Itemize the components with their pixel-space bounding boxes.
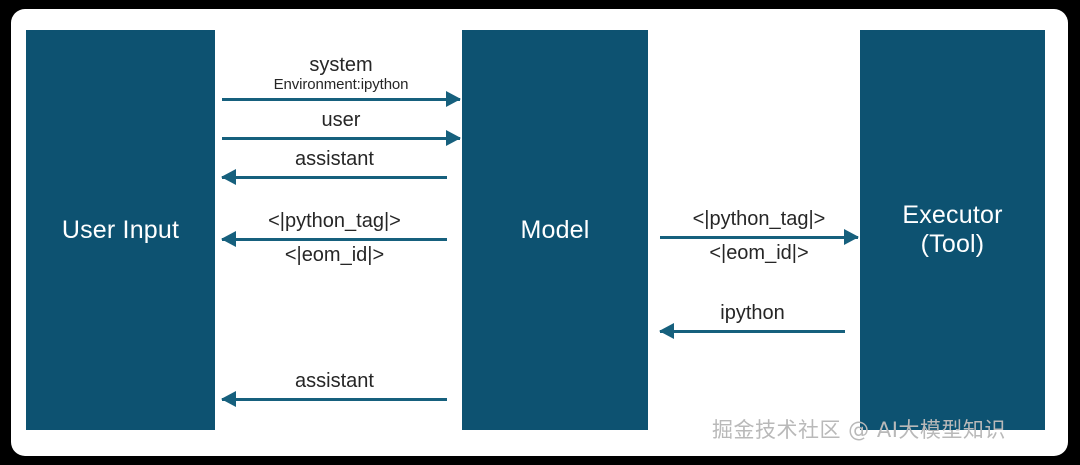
message-assistant-second-line (222, 398, 447, 401)
message-system-line (222, 98, 460, 101)
actor-executor-label-line2: (Tool) (920, 230, 985, 258)
actor-user-input-label: User Input (61, 215, 180, 244)
arrowhead-left-icon (659, 323, 674, 339)
message-assistant-first-label: assistant (295, 148, 374, 170)
actor-model-label: Model (520, 215, 590, 244)
actor-model: Model (462, 30, 648, 430)
message-assistant-first-line (222, 176, 447, 179)
message-user-label: user (321, 109, 361, 131)
message-python-tag-to-user-line (222, 238, 447, 241)
actor-user-input: User Input (26, 30, 215, 430)
message-system-label-sub: Environment:ipython (273, 75, 409, 93)
actor-executor-label: Executor (Tool) (902, 201, 1002, 259)
message-python-tag-to-executor-line (660, 236, 858, 239)
actor-executor-label-line1: Executor (902, 201, 1003, 229)
message-assistant-second-label: assistant (295, 370, 374, 392)
message-python-tag-to-user-label-above: <|python_tag|> (268, 210, 401, 232)
message-system-label: system Environment:ipython (222, 54, 460, 93)
message-user-line (222, 137, 460, 140)
message-ipython-label: ipython (720, 302, 785, 324)
message-system-label-main: system (309, 54, 373, 77)
message-python-tag-to-user-label-below: <|eom_id|> (284, 244, 385, 266)
watermark-text: 掘金技术社区 @ AI大模型知识 (712, 418, 1006, 442)
arrowhead-left-icon (221, 391, 236, 407)
arrowhead-right-icon (446, 130, 461, 146)
arrowhead-left-icon (221, 169, 236, 185)
actor-executor-tool: Executor (Tool) (860, 30, 1045, 430)
arrowhead-right-icon (844, 229, 859, 245)
message-python-tag-to-executor-label-above: <|python_tag|> (692, 208, 826, 230)
arrowhead-left-icon (221, 231, 236, 247)
message-ipython-line (660, 330, 845, 333)
message-python-tag-to-executor-label-below: <|eom_id|> (709, 242, 809, 264)
arrowhead-right-icon (446, 91, 461, 107)
